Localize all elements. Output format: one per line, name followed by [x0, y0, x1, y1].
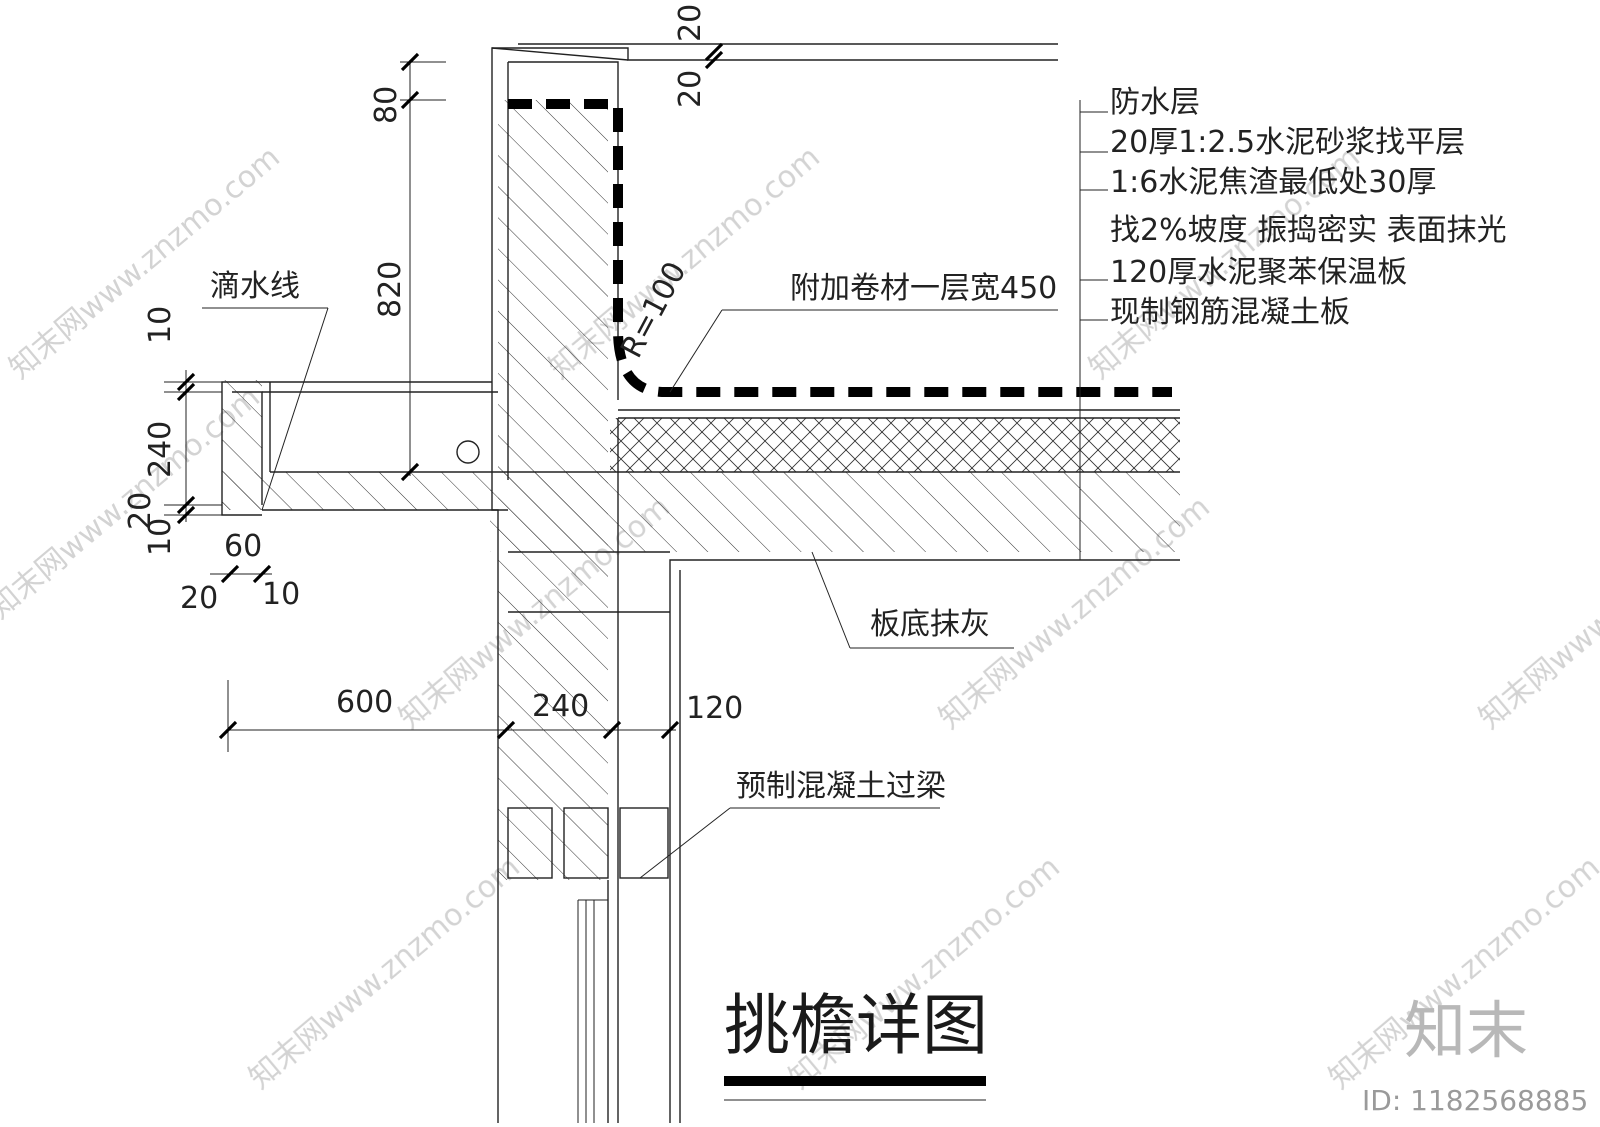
watermark-text: 知末网www.znzmo.com: [1473, 490, 1600, 736]
dim-text: 600: [336, 685, 393, 720]
dim-text: 20: [673, 70, 708, 108]
dimension-texts: 20 20 80 820 10 240 20 10 60 20 10 600 2…: [123, 4, 743, 726]
brand-logo-text: 知末: [1404, 994, 1528, 1067]
dim-text: 10: [143, 306, 178, 344]
dim-text: 120: [686, 691, 743, 726]
insulation-board: [610, 418, 1180, 472]
dim-text: 10: [143, 518, 178, 556]
slab-plaster-label: 板底抹灰: [870, 607, 990, 642]
layer-mortar: 20厚1:2.5水泥砂浆找平层: [1110, 125, 1465, 160]
dim-text: 20: [123, 492, 158, 530]
dim-text: 10: [262, 577, 300, 612]
dim-text: 20: [673, 4, 708, 42]
dim-text: 80: [369, 86, 404, 124]
concrete-section: [222, 60, 1180, 880]
brand-watermark: 知末 ID: 1182568885: [1362, 994, 1588, 1117]
drawing-title: 挑檐详图: [724, 987, 988, 1064]
drawing-title-group: 挑檐详图: [724, 987, 988, 1101]
layer-insulation: 120厚水泥聚苯保温板: [1110, 255, 1407, 290]
layer-slope: 找2%坡度 振捣密实 表面抹光: [1110, 213, 1507, 248]
dimension-lines: [164, 42, 724, 752]
dim-text: 240: [143, 421, 178, 478]
dim-text: 240: [532, 689, 589, 724]
watermark-text: 知末网www.znzmo.com: [243, 850, 527, 1096]
image-id-text: ID: 1182568885: [1362, 1084, 1588, 1117]
dim-text: 20: [180, 581, 218, 616]
watermark-text: 知末网www.znzmo.com: [3, 140, 287, 386]
leader-lines: [202, 100, 1108, 879]
dim-text: 60: [224, 529, 262, 564]
layer-slab: 现制钢筋混凝土板: [1110, 295, 1350, 330]
drip-line-label: 滴水线: [210, 269, 300, 304]
layer-slag: 1:6水泥焦渣最低处30厚: [1110, 165, 1436, 200]
precast-lintel-label: 预制混凝土过梁: [736, 769, 946, 804]
layer-waterproof: 防水层: [1110, 85, 1200, 120]
additional-membrane-label: 附加卷材一层宽450: [790, 271, 1057, 306]
section-outlines: [221, 43, 1180, 1123]
dim-text: 820: [373, 261, 408, 318]
